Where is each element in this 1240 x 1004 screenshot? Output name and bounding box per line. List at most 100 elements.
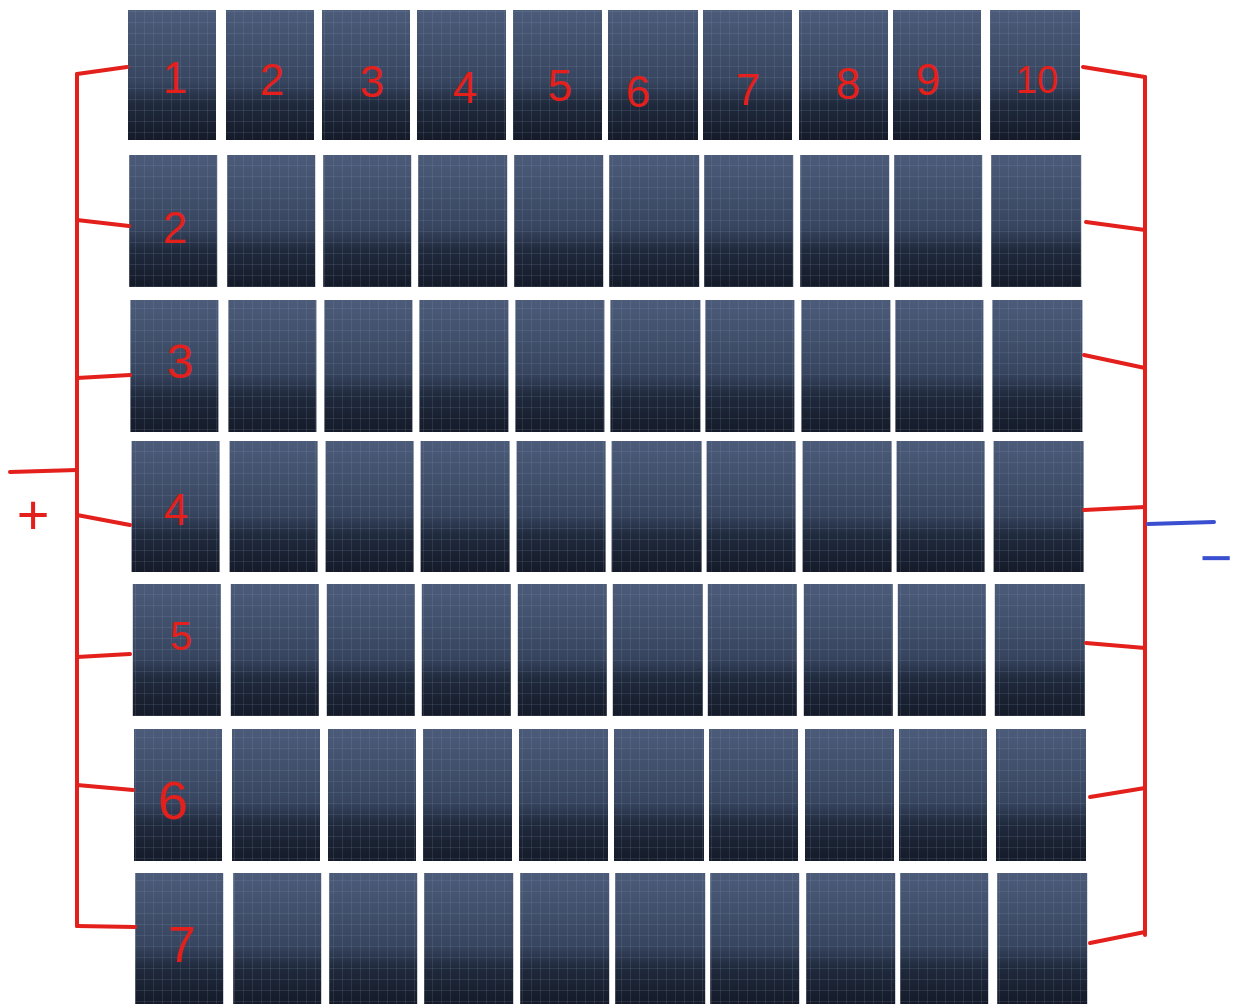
solar-panel	[997, 873, 1087, 1004]
polarity-sign: +	[17, 487, 50, 543]
solar-panel	[328, 729, 416, 861]
panel-body	[421, 441, 510, 572]
solar-panel	[894, 155, 982, 287]
solar-panel	[518, 584, 607, 716]
panel-cells	[515, 300, 604, 432]
panel-body	[520, 873, 609, 1004]
row-number: 6	[158, 773, 188, 827]
panel-cells	[704, 155, 793, 287]
panel-cells	[992, 300, 1082, 432]
panel-cells	[134, 729, 222, 861]
panel-body	[133, 584, 221, 716]
panel-cells	[608, 10, 698, 140]
solar-panel	[227, 155, 315, 287]
panel-body	[232, 729, 320, 861]
panel-body	[514, 155, 603, 287]
panel-body	[327, 584, 415, 716]
panel-cells	[231, 584, 319, 716]
panel-body	[704, 155, 793, 287]
panel-cells	[324, 300, 412, 432]
panel-number: 8	[836, 62, 860, 106]
solar-panel	[609, 155, 699, 287]
panel-cells	[422, 584, 511, 716]
panel-body	[129, 155, 217, 287]
solar-panel	[707, 441, 796, 572]
row-number: 5	[170, 616, 192, 656]
wire	[77, 785, 133, 790]
panel-body	[996, 729, 1086, 861]
panel-cells	[419, 300, 508, 432]
panel-cells	[613, 584, 703, 716]
row-number: 3	[167, 338, 194, 386]
panel-body	[231, 584, 319, 716]
panel-cells	[801, 300, 890, 432]
panel-body	[322, 10, 410, 140]
panel-cells	[991, 155, 1081, 287]
panel-cells	[806, 873, 895, 1004]
panel-body	[519, 729, 608, 861]
panel-cells	[133, 584, 221, 716]
panel-body	[128, 10, 216, 140]
panel-cells	[803, 441, 892, 572]
wire	[77, 926, 135, 927]
panel-cells	[804, 584, 893, 716]
panel-cells	[705, 300, 794, 432]
panel-cells	[322, 10, 410, 140]
panel-cells	[418, 155, 507, 287]
panel-body	[417, 10, 506, 140]
panel-body	[899, 729, 987, 861]
solar-panel	[327, 584, 415, 716]
panel-cells	[612, 441, 702, 572]
panel-body	[326, 441, 414, 572]
wire	[77, 375, 130, 378]
panel-cells	[129, 155, 217, 287]
panel-body	[132, 441, 220, 572]
panel-cells	[614, 729, 704, 861]
panel-body	[424, 873, 513, 1004]
panel-cells	[799, 10, 888, 140]
panel-body	[419, 300, 508, 432]
panel-body	[709, 729, 798, 861]
panel-body	[710, 873, 799, 1004]
wire	[77, 654, 130, 657]
solar-panel	[424, 873, 513, 1004]
panel-body	[517, 441, 606, 572]
solar-panel	[417, 10, 506, 140]
solar-panel	[900, 873, 988, 1004]
panel-number: 2	[260, 58, 284, 102]
solar-panel	[514, 155, 603, 287]
panel-body	[805, 729, 894, 861]
wire	[1086, 643, 1145, 648]
wire	[1083, 67, 1145, 77]
wiring	[10, 67, 1214, 943]
solar-panel	[326, 441, 414, 572]
solar-panel	[513, 10, 602, 140]
panel-body	[801, 300, 890, 432]
panel-cells	[897, 441, 985, 572]
solar-panel	[895, 300, 983, 432]
panel-cells	[615, 873, 705, 1004]
solar-panel	[996, 729, 1086, 861]
panel-body	[612, 441, 702, 572]
row-number: 2	[163, 206, 187, 250]
wire	[1148, 522, 1214, 524]
panel-body	[329, 873, 417, 1004]
panel-body	[227, 155, 315, 287]
panel-body	[997, 873, 1087, 1004]
solar-panel	[615, 873, 705, 1004]
panel-body	[991, 155, 1081, 287]
panel-body	[613, 584, 703, 716]
solar-panel	[994, 441, 1084, 572]
panel-cells	[994, 441, 1084, 572]
panel-cells	[230, 441, 318, 572]
wire	[1090, 788, 1145, 797]
panel-body	[230, 441, 318, 572]
panel-body	[895, 300, 983, 432]
solar-panel	[324, 300, 412, 432]
solar-panel	[232, 729, 320, 861]
solar-panel	[515, 300, 604, 432]
row-number: 7	[168, 920, 196, 970]
solar-panel	[799, 10, 888, 140]
wire	[1084, 355, 1145, 368]
panel-cells	[899, 729, 987, 861]
